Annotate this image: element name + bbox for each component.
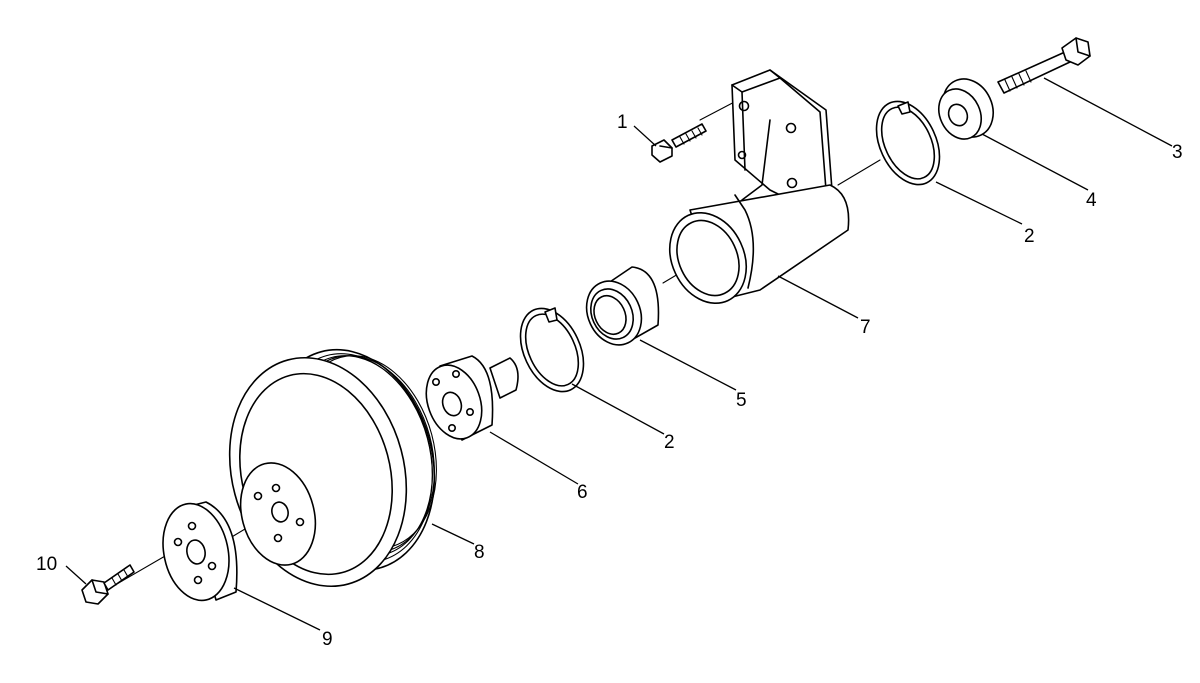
callout-5: 5 <box>736 390 747 411</box>
callout-10: 10 <box>36 554 57 575</box>
callout-6: 6 <box>577 482 588 503</box>
callout-4: 4 <box>1086 190 1097 211</box>
part-8-pulley <box>228 348 437 588</box>
callout-2-lower: 2 <box>664 432 675 453</box>
part-10-bolt <box>81 564 135 605</box>
callout-1: 1 <box>617 112 628 133</box>
part-5-bearing <box>585 266 660 346</box>
callout-leaders <box>65 77 1173 631</box>
part-3-bolt <box>997 37 1091 94</box>
part-9-spacer <box>162 501 238 602</box>
part-1-bolt <box>651 123 707 163</box>
callout-9: 9 <box>322 629 333 650</box>
part-2-snap-ring-upper <box>875 100 941 186</box>
callout-8: 8 <box>474 542 485 563</box>
part-2-snap-ring-lower <box>519 307 585 393</box>
part-7-bracket-housing <box>669 69 850 305</box>
callout-7: 7 <box>860 317 871 338</box>
callout-labels: 1 2 2 3 4 5 6 7 8 9 10 <box>36 112 1183 650</box>
callout-2-upper: 2 <box>1024 226 1035 247</box>
part-6-hub <box>425 355 519 441</box>
callout-3: 3 <box>1172 142 1183 163</box>
part-4-bushing <box>938 78 994 140</box>
